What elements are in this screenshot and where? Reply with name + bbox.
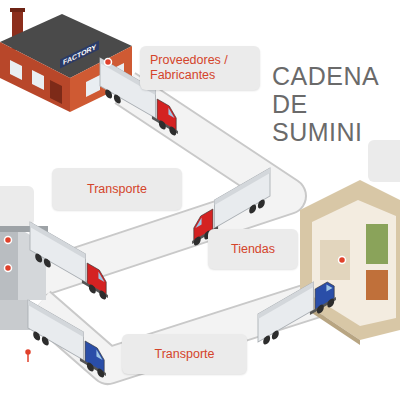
cropped-box: [368, 140, 400, 182]
store-building: [300, 180, 400, 345]
truck: [28, 300, 106, 380]
truck: [30, 222, 108, 302]
factory-building: [0, 8, 132, 112]
box-label: Tiendas: [231, 242, 275, 257]
diagram-title: CADENA DE SUMINI: [272, 62, 398, 146]
truck: [258, 269, 336, 349]
cropped-box: [0, 186, 34, 226]
label-box: Transporte: [122, 334, 247, 374]
box-label: Transporte: [155, 347, 215, 362]
label-box: Proveedores / Fabricantes: [140, 46, 260, 90]
label-box: Tiendas: [208, 229, 298, 269]
label-box: Transporte: [52, 168, 182, 210]
box-label: Proveedores / Fabricantes: [150, 53, 250, 83]
box-label: Transporte: [87, 182, 147, 197]
marker-pin: [27, 352, 29, 362]
